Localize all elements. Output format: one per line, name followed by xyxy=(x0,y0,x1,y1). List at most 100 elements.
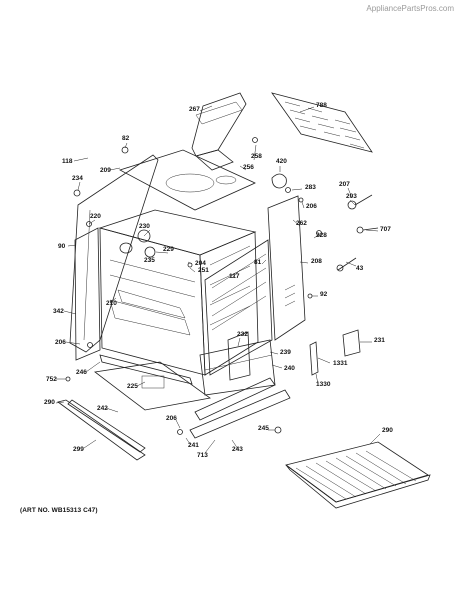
rack-side-117 xyxy=(204,239,273,376)
part-callout-243: 243 xyxy=(232,446,243,453)
drawer-frame-240 xyxy=(199,331,276,396)
callout-leader-line xyxy=(105,407,119,413)
callout-leader-line xyxy=(271,364,283,369)
callout-leader-line xyxy=(187,261,193,265)
callout-leader-line xyxy=(109,167,121,171)
callout-leader-line xyxy=(65,341,81,345)
part-callout-204: 204 xyxy=(195,260,206,267)
part-callout-90: 90 xyxy=(58,243,66,250)
part-callout-82: 82 xyxy=(122,135,130,142)
callout-leader-line xyxy=(185,437,191,445)
part-callout-235: 235 xyxy=(144,257,155,264)
callout-leader-line xyxy=(143,229,151,237)
part-callout-256: 256 xyxy=(243,164,254,171)
callout-leader-line xyxy=(124,142,128,149)
part-callout-206: 206 xyxy=(306,203,317,210)
side-panel-left xyxy=(74,227,101,361)
callout-leader-line xyxy=(317,357,331,364)
callout-leader-line xyxy=(55,401,65,404)
part-callout-225: 225 xyxy=(127,383,138,390)
callout-leader-line xyxy=(345,261,357,267)
part-callout-1331: 1331 xyxy=(333,360,348,367)
part-callout-230: 230 xyxy=(139,223,150,230)
part-callout-420: 420 xyxy=(276,158,287,165)
kick-panel-299 xyxy=(57,399,146,461)
front-trim-243 xyxy=(189,377,291,439)
callout-leader-line xyxy=(85,361,101,373)
oven-rack-290 xyxy=(285,441,431,509)
part-callout-262: 262 xyxy=(296,220,307,227)
callout-leader-line xyxy=(292,219,301,227)
part-callout-240: 240 xyxy=(284,365,295,372)
part-callout-231: 231 xyxy=(374,337,385,344)
part-callout-234: 234 xyxy=(72,175,83,182)
part-callout-92: 92 xyxy=(320,291,328,298)
callout-leader-line xyxy=(315,373,319,385)
callout-leader-line xyxy=(136,381,146,387)
part-callout-241: 241 xyxy=(188,442,199,449)
part-callout-1330: 1330 xyxy=(316,381,331,388)
side-panel-208 xyxy=(267,195,306,341)
callout-leader-line xyxy=(299,106,315,113)
callout-leader-line xyxy=(155,251,169,254)
part-callout-117: 117 xyxy=(229,273,240,280)
part-callout-203: 203 xyxy=(346,193,357,200)
callout-leader-line xyxy=(204,439,216,454)
callout-leader-line xyxy=(189,267,196,273)
part-callout-206: 206 xyxy=(55,339,66,346)
callout-leader-line xyxy=(231,269,241,279)
part-callout-239: 239 xyxy=(280,349,291,356)
callout-leader-line xyxy=(347,187,353,199)
vent-duct-267 xyxy=(191,92,247,171)
callout-leader-line xyxy=(67,244,77,247)
callout-leader-line xyxy=(83,439,97,449)
part-callout-206: 206 xyxy=(166,415,177,422)
part-callout-246: 246 xyxy=(76,369,87,376)
callout-leader-line xyxy=(88,219,96,225)
part-callout-283: 283 xyxy=(305,184,316,191)
bottom-tray-225 xyxy=(94,361,211,411)
art-number: (ART NO. WB15313 C47) xyxy=(20,507,98,514)
callout-leader-line xyxy=(365,229,379,232)
part-callout-232: 232 xyxy=(237,331,248,338)
part-callout-267: 267 xyxy=(189,106,200,113)
part-callout-342: 342 xyxy=(53,308,64,315)
floor-bracket-246 xyxy=(99,354,193,385)
part-callout-251: 251 xyxy=(198,267,209,274)
small-hardware xyxy=(336,194,379,272)
callout-leader-line xyxy=(299,261,309,264)
part-callout-290: 290 xyxy=(382,427,393,434)
part-420 xyxy=(271,173,287,189)
part-callout-242: 242 xyxy=(97,405,108,412)
part-callout-81: 81 xyxy=(254,259,262,266)
back-panel-788 xyxy=(271,92,373,153)
part-callout-299: 299 xyxy=(73,446,84,453)
burner-assembly-230 xyxy=(119,229,156,258)
part-callout-208: 208 xyxy=(311,258,322,265)
callout-leader-line xyxy=(237,337,241,347)
fasteners xyxy=(65,137,322,435)
callout-leader-line xyxy=(239,165,247,171)
part-callout-207: 207 xyxy=(339,181,350,188)
oven-cavity xyxy=(98,209,259,376)
callout-leader-line xyxy=(73,157,89,162)
part-callout-752: 752 xyxy=(46,376,57,383)
part-callout-229: 229 xyxy=(163,246,174,253)
part-callout-118: 118 xyxy=(62,158,73,165)
part-callout-228: 228 xyxy=(316,232,327,239)
part-callout-210: 210 xyxy=(106,300,117,307)
callout-leader-line xyxy=(313,233,321,239)
part-callout-707: 707 xyxy=(380,226,391,233)
side-panel-209 xyxy=(69,154,159,353)
part-callout-713: 713 xyxy=(197,452,208,459)
callout-leader-line xyxy=(301,201,305,209)
part-callout-788: 788 xyxy=(316,102,327,109)
part-callout-258: 258 xyxy=(251,153,262,160)
callout-leader-line xyxy=(199,105,213,112)
part-callout-209: 209 xyxy=(100,167,111,174)
callout-leader-line xyxy=(269,351,279,355)
callout-leader-line xyxy=(63,310,77,315)
callout-leader-line xyxy=(175,419,181,429)
callout-leader-line xyxy=(369,433,381,445)
